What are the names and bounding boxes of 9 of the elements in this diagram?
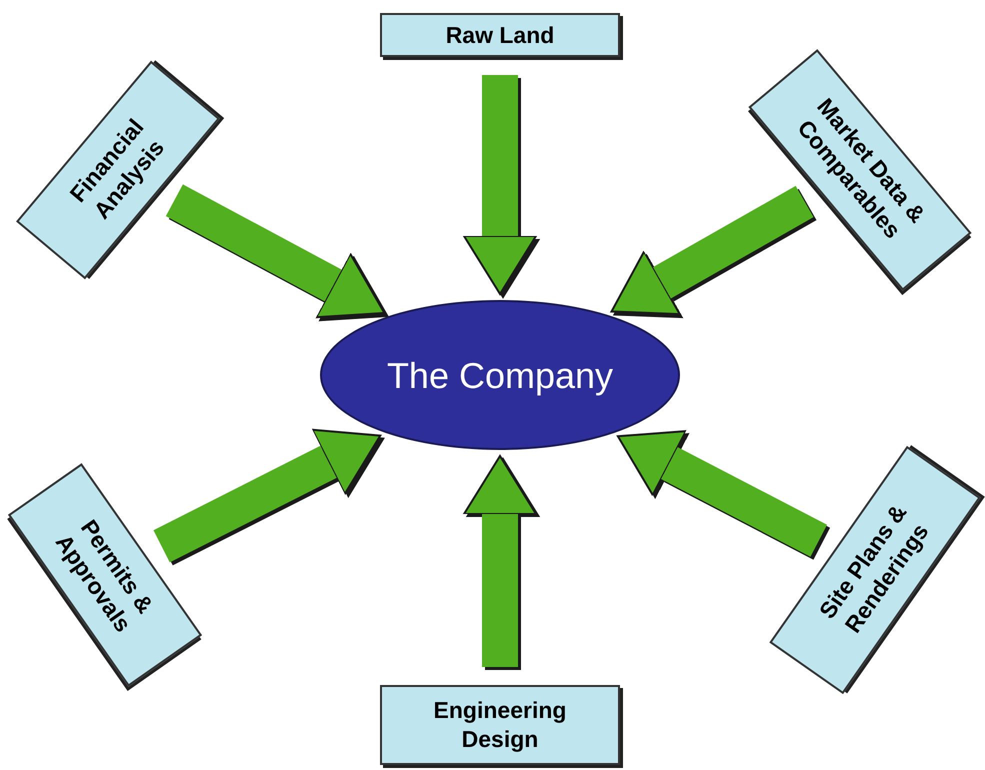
company-label: The Company	[386, 354, 614, 398]
arrow	[153, 428, 382, 562]
arrow	[166, 184, 386, 318]
input-label: Raw Land	[444, 20, 556, 50]
arrow	[463, 455, 537, 667]
input-label: Engineering Design	[432, 696, 568, 754]
arrow	[463, 75, 537, 295]
label-box	[380, 13, 620, 57]
label-box	[380, 685, 620, 765]
